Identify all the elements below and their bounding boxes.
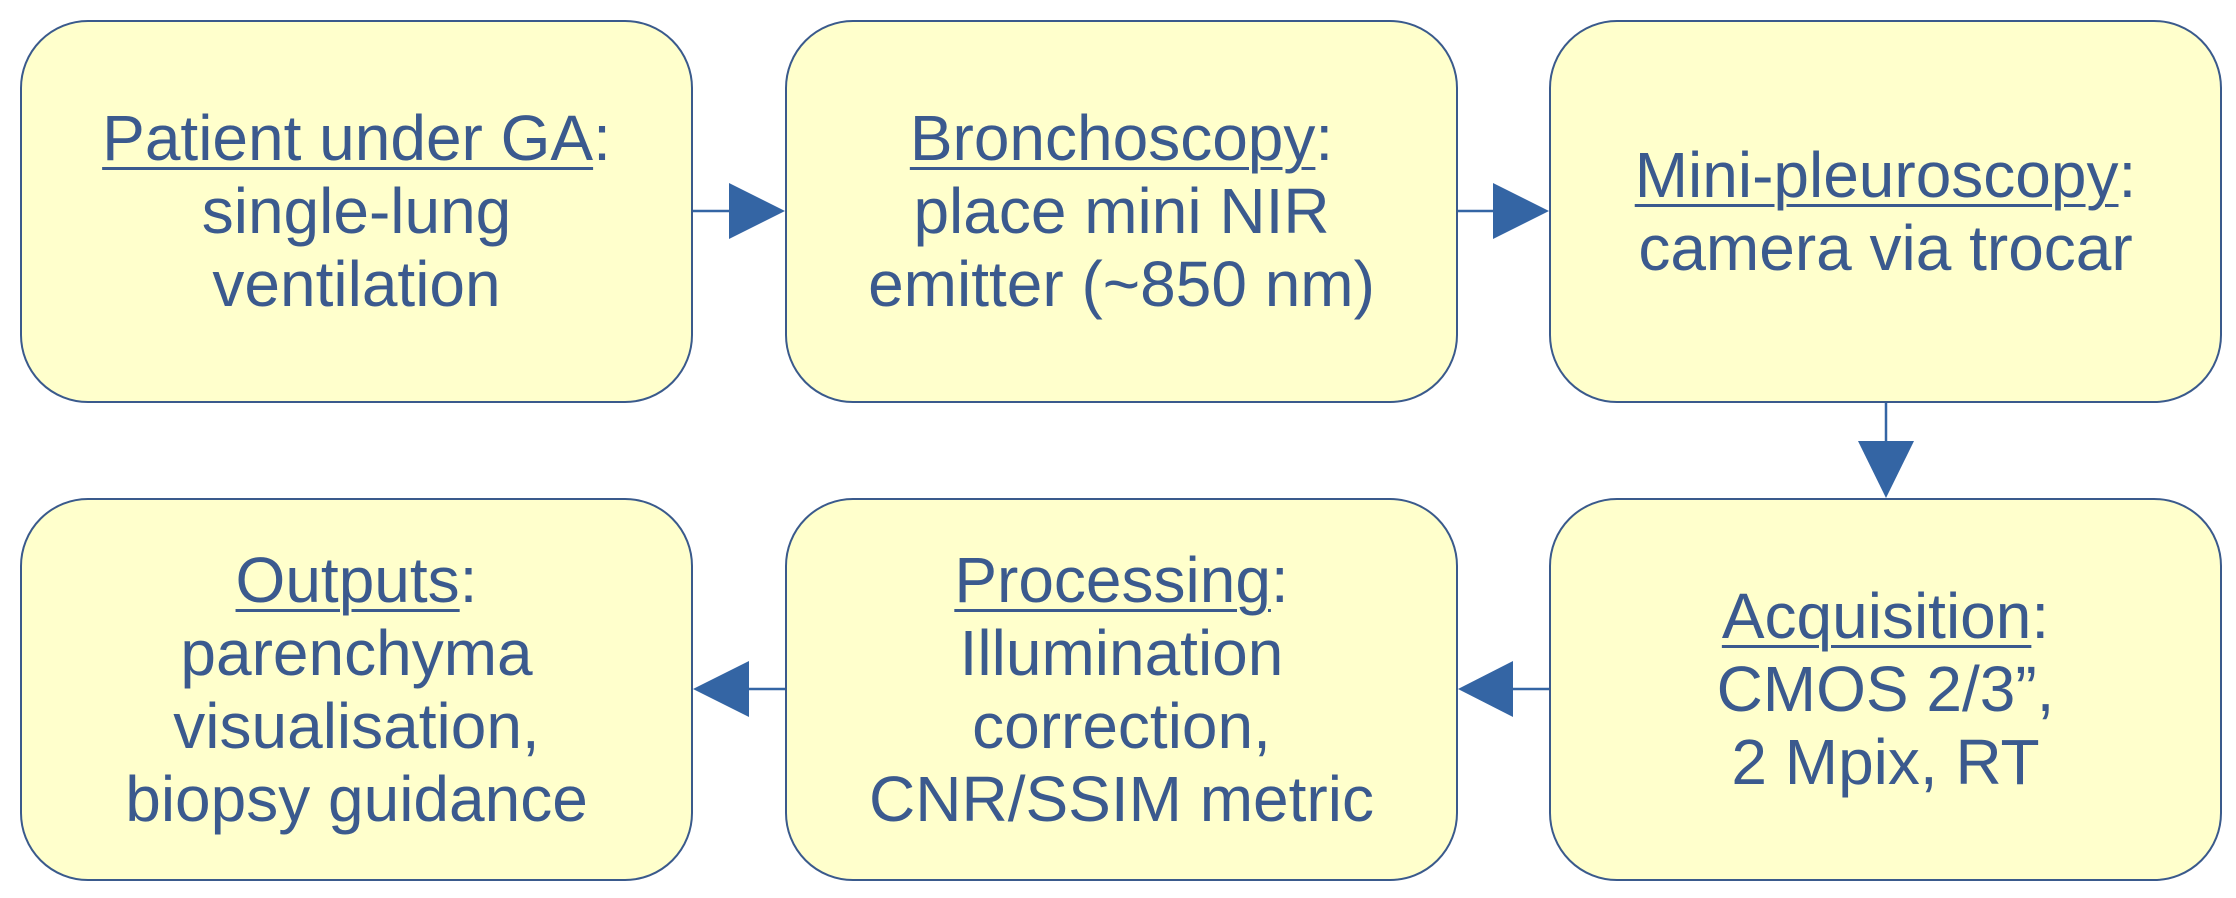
step-text-line: Illumination [959,616,1284,689]
step-text-line: emitter (~850 nm) [868,248,1375,320]
arrow-processing-to-outputs [693,661,785,717]
step-text-line: visualisation, [173,689,540,762]
step-title: Processing [954,543,1271,616]
arrow-bronchoscopy-to-mini-pleuroscopy [1458,183,1549,239]
step-text-line: 2 Mpix, RT [1731,726,2040,798]
step-title-colon: : [1315,102,1334,174]
arrow-acquisition-to-processing [1458,661,1549,717]
step-box-processing: Processing: Illumination correction, CNR… [785,498,1458,881]
step-text-line: camera via trocar [1638,211,2133,284]
arrow-patient-to-bronchoscopy [693,183,785,239]
step-text-line: ventilation [212,248,501,320]
step-box-acquisition: Acquisition: CMOS 2/3”, 2 Mpix, RT [1549,498,2222,881]
step-box-bronchoscopy: Bronchoscopy: place mini NIR emitter (~8… [785,20,1458,403]
step-heading: Processing: [954,544,1288,617]
step-heading: Bronchoscopy: [910,102,1333,175]
step-title: Bronchoscopy [909,102,1316,174]
step-text-line: single-lung [201,175,512,247]
step-text-line: biopsy guidance [125,762,588,835]
step-title-colon: : [2031,580,2050,652]
step-title-colon: : [459,543,478,616]
arrow-mini-pleuroscopy-to-acquisition [1858,403,1914,498]
step-heading: Patient under GA: [102,102,611,175]
step-box-patient-under-ga: Patient under GA: single-lung ventilatio… [20,20,693,403]
step-box-outputs: Outputs: parenchyma visualisation, biops… [20,498,693,881]
step-heading: Outputs: [236,544,478,617]
step-text-line: CNR/SSIM metric [869,762,1374,835]
step-title-colon: : [1270,543,1289,616]
step-heading: Acquisition: [1722,580,2049,653]
step-text-line: correction, [972,689,1271,762]
step-title: Outputs [235,543,460,616]
step-heading: Mini-pleuroscopy: [1635,139,2137,212]
step-box-mini-pleuroscopy: Mini-pleuroscopy: camera via trocar [1549,20,2222,403]
step-title: Mini-pleuroscopy [1634,138,2119,211]
step-text-line: place mini NIR [913,175,1330,247]
step-title-colon: : [2118,138,2137,211]
step-title: Acquisition [1721,580,2032,652]
step-title-colon: : [593,102,611,174]
step-text-line: CMOS 2/3”, [1716,653,2055,725]
step-text-line: parenchyma [180,616,533,689]
step-title: Patient under GA [102,102,594,174]
